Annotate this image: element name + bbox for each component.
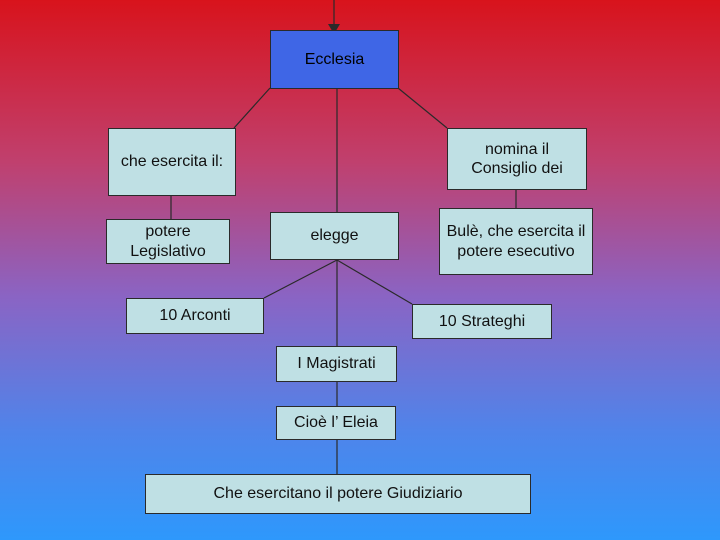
connector-elegge-arconti — [263, 259, 338, 299]
connector-ecclesia-left — [233, 87, 271, 129]
node-ecclesia: Ecclesia — [270, 30, 399, 89]
node-strateghi: 10 Strateghi — [412, 304, 552, 339]
node-magistrati-label: I Magistrati — [297, 355, 376, 373]
entry-arrow-head — [328, 24, 340, 34]
node-potere-legislativo-label: potere Legislativo — [130, 223, 206, 260]
node-bule: Bulè, che esercita il potere esecutivo — [439, 208, 593, 275]
connector-ecclesia-right — [397, 87, 448, 129]
connector-elegge-strateghi — [336, 259, 413, 305]
node-eleia-label: Cioè l’ Eleia — [294, 414, 378, 432]
node-eleia: Cioè l’ Eleia — [276, 406, 396, 440]
node-che-esercita-label: che esercita il: — [120, 153, 224, 171]
node-nomina-label: nomina il Consiglio dei — [471, 140, 563, 177]
node-arconti-label: 10 Arconti — [159, 307, 231, 325]
node-giudiziario-label: Che esercitano il potere Giudiziario — [213, 485, 463, 503]
node-ecclesia-label: Ecclesia — [304, 50, 365, 68]
node-bule-label: Bulè, che esercita il potere esecutivo — [446, 223, 586, 260]
node-magistrati: I Magistrati — [276, 346, 397, 382]
node-elegge: elegge — [270, 212, 399, 260]
node-potere-legislativo: potere Legislativo — [106, 219, 230, 264]
node-elegge-label: elegge — [310, 227, 359, 245]
node-arconti: 10 Arconti — [126, 298, 264, 334]
node-strateghi-label: 10 Strateghi — [438, 312, 526, 330]
node-che-esercita: che esercita il: — [108, 128, 236, 196]
node-giudiziario: Che esercitano il potere Giudiziario — [145, 474, 531, 514]
node-nomina: nomina il Consiglio dei — [447, 128, 587, 190]
